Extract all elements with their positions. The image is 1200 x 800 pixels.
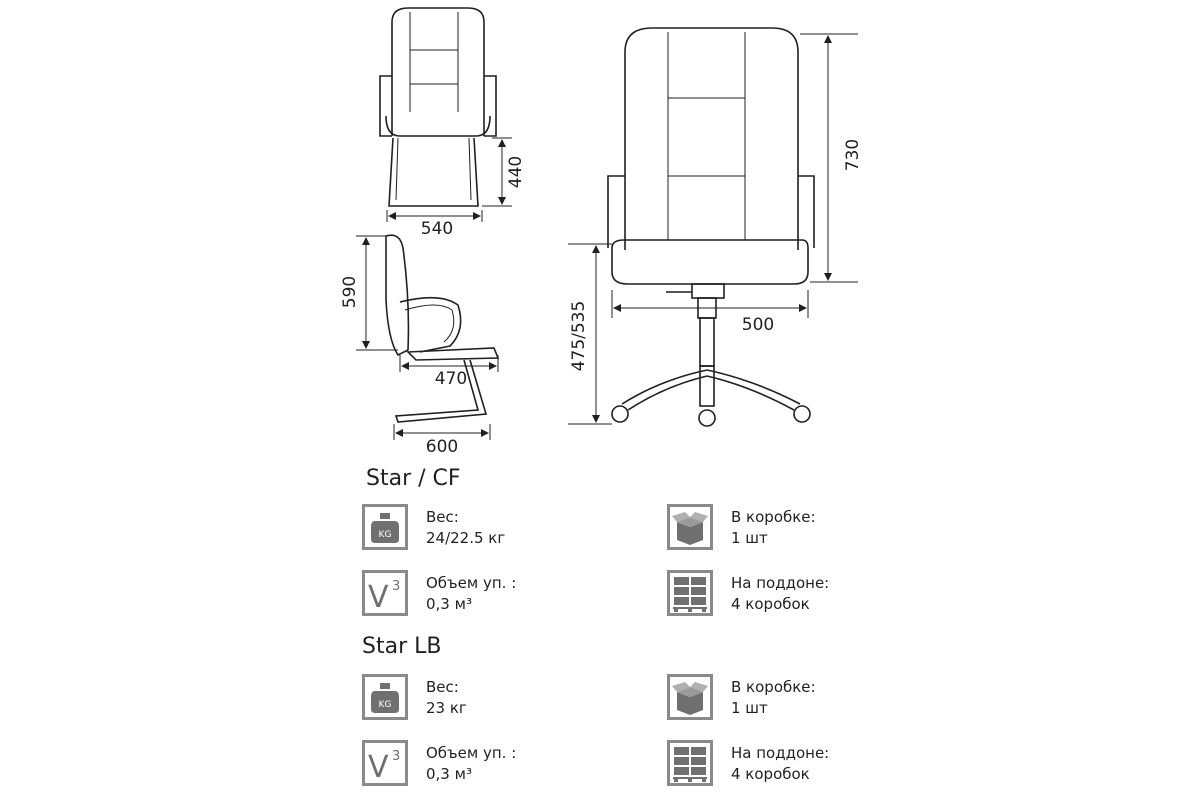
side-seat-depth-dimension: 470 [399,355,499,389]
pallet-label: На поддоне: [731,744,830,762]
svg-text:KG: KG [379,700,392,710]
volume-label: Объем уп. : [426,574,517,592]
main-back-height-dimension: 730 [800,33,863,283]
spec-pallet: На поддоне: 4 коробок [667,570,829,616]
kg-weight-icon: KG [362,504,408,550]
kg-weight-icon: KG [362,674,408,720]
spec-weight: KG Вес: 24/22.5 кг [362,504,505,550]
side-back-height-dimension: 590 [340,235,398,351]
main-front-view-chair [607,27,815,427]
volume-label: Объем уп. : [426,744,517,762]
box-value: 1 шт [731,699,768,717]
svg-text:3: 3 [392,749,400,764]
pallet-label: На поддоне: [731,574,830,592]
box-value: 1 шт [731,529,768,547]
main-seat-height-dimension: 475/535 [568,243,612,425]
svg-text:V: V [368,750,389,783]
dim-475-535-label: 475/535 [569,301,589,372]
front-view-chair [379,7,497,207]
front-seat-height-dimension: 440 [482,137,526,207]
weight-value: 24/22.5 кг [426,529,506,547]
svg-text:KG: KG [379,530,392,540]
spec-weight: KG Вес: 23 кг [362,674,467,720]
model-title: Star / CF [366,466,461,491]
spec-box: В коробке: 1 шт [667,504,816,550]
side-view-chair [385,234,500,423]
pallet-value: 4 коробок [731,765,810,783]
box-label: В коробке: [731,508,816,526]
side-base-depth-dimension: 600 [393,424,491,457]
front-seat-width-dimension: 540 [386,210,483,239]
weight-label: Вес: [426,508,459,526]
pallet-value: 4 коробок [731,595,810,613]
volume-v3-icon: V 3 [362,740,408,786]
box-label: В коробке: [731,678,816,696]
spec-pallet: На поддоне: 4 коробок [667,740,829,786]
pallet-icon [667,570,713,616]
dim-500-label: 500 [742,315,774,335]
spec-volume: V 3 Объем уп. : 0,3 м³ [362,740,516,786]
dim-440-label: 440 [506,156,526,188]
spec-volume: V 3 Объем уп. : 0,3 м³ [362,570,516,616]
spec-box: В коробке: 1 шт [667,674,816,720]
volume-value: 0,3 м³ [426,595,472,613]
dim-470-label: 470 [435,369,467,389]
chair-technical-drawing: 540 440 590 470 600 [340,7,863,457]
dim-590-label: 590 [340,276,360,308]
svg-text:V: V [368,580,389,613]
cardboard-box-icon [667,504,713,550]
pallet-icon [667,740,713,786]
model-title: Star LB [362,634,442,659]
svg-text:3: 3 [392,579,400,594]
dim-730-label: 730 [843,139,863,171]
main-seat-width-dimension: 500 [611,290,809,335]
volume-v3-icon: V 3 [362,570,408,616]
cardboard-box-icon [667,674,713,720]
dim-540-label: 540 [421,219,453,239]
weight-label: Вес: [426,678,459,696]
volume-value: 0,3 м³ [426,765,472,783]
weight-value: 23 кг [426,699,467,717]
dim-600-label: 600 [426,437,458,457]
